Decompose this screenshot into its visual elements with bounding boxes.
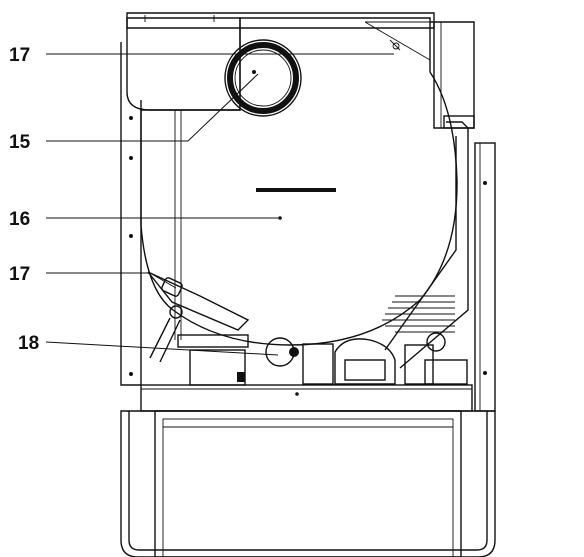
flue-outlet: [224, 39, 302, 117]
upper-housing: [126, 12, 475, 340]
callout-labels: 17 15 16 17 18: [9, 45, 39, 354]
heat-exchanger-drum: [140, 17, 458, 346]
right-side-panel: [474, 142, 496, 412]
riser-pipe: [384, 115, 475, 369]
bottom-components: [177, 295, 468, 386]
callout-leaders: [45, 53, 394, 356]
callout-label-16: 16: [9, 209, 30, 230]
callout-label-17-bottom: 17: [9, 264, 30, 285]
leader-17-bottom: [46, 272, 177, 289]
callout-label-17-top: 17: [9, 45, 30, 66]
cabinet-base: [120, 410, 496, 557]
fin-pack: [382, 295, 455, 333]
leader-18: [45, 341, 279, 356]
leader-15: [46, 73, 259, 142]
base-plate: [140, 384, 473, 412]
burner-bracket: [147, 271, 250, 363]
callout-label-18: 18: [18, 333, 39, 354]
callout-label-15: 15: [9, 132, 31, 153]
left-side-panel: [120, 42, 142, 386]
